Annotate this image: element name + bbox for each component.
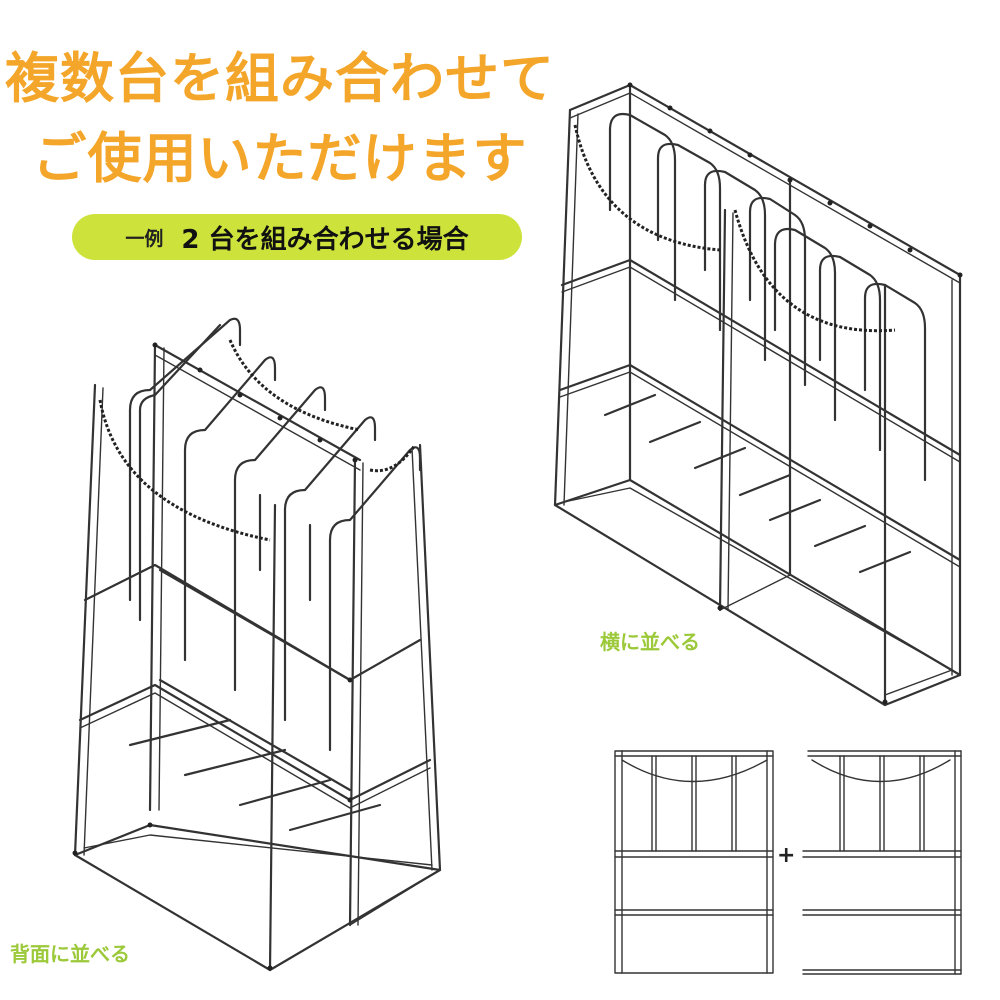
plus-symbol: + [777,843,796,868]
back-to-back-rack-illustration [72,317,442,972]
headline-line-1: 複数台を組み合わせて [5,47,555,110]
example-prefix: 一例 [125,227,164,250]
caption-side-by-side: 横に並べる [600,630,700,654]
caption-back-to-back: 背面に並べる [10,942,130,966]
front-view-diagram-left [614,750,774,974]
side-by-side-rack-illustration [553,82,963,707]
headline-line-2: ご使用いただけます [32,127,528,190]
front-view-diagram-right [802,750,962,975]
example-pill: 一例 2 台を組み合わせる場合 [72,214,522,260]
example-text: 2 台を組み合わせる場合 [181,224,469,255]
